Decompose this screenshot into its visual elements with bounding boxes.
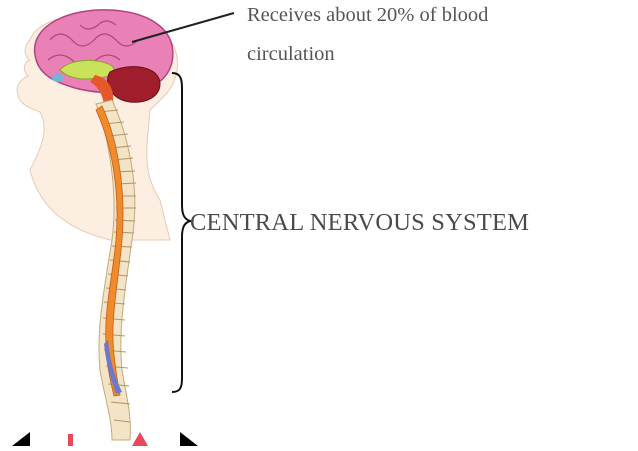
- system-label: CENTRAL NERVOUS SYSTEM: [190, 209, 529, 237]
- annotation-line-1: Receives about 20% of blood: [247, 4, 488, 27]
- right-arrow-icon: [180, 432, 198, 446]
- red-marker: [68, 434, 73, 446]
- annotation-line-2: circulation: [247, 43, 335, 66]
- red-arrow-icon: [132, 432, 148, 446]
- left-arrow-icon: [12, 432, 30, 446]
- brainstem-blue: [52, 74, 64, 82]
- curly-brace: [172, 73, 190, 392]
